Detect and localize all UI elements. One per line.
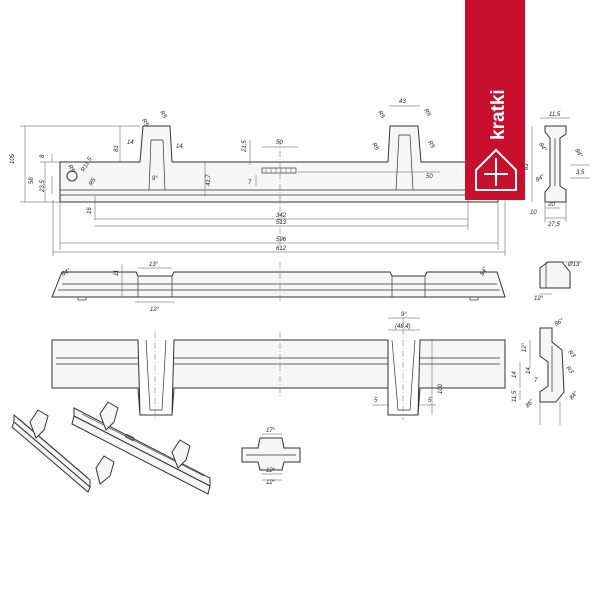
isometric-view-right bbox=[71, 401, 211, 495]
detail-bottom-dim-17deg: 17° bbox=[266, 428, 276, 434]
dim-41-7: 41,7 bbox=[206, 174, 212, 186]
left-hole bbox=[66, 170, 78, 182]
detail-top-right: Ø13 12° bbox=[534, 261, 582, 302]
plan-view: 9° (48,4) 100 5 5 14 11,5 bbox=[51, 312, 521, 420]
dim-r5-b: R5 bbox=[158, 110, 167, 120]
side-dim-84-b: 84° bbox=[573, 148, 583, 159]
iso-right-post-2 bbox=[171, 439, 191, 469]
dim-r5-c: R5 bbox=[66, 164, 75, 174]
dim-342: 342 bbox=[276, 213, 287, 219]
top-dim-11: 11 bbox=[114, 270, 120, 276]
dim-r5-e: R5 bbox=[376, 110, 385, 120]
section-view: 86° 12° R3 R3 14 7 86° 84° bbox=[522, 318, 580, 425]
section-dim-14: 14 bbox=[526, 367, 532, 374]
plan-dim-100: 100 bbox=[438, 383, 444, 394]
dim-58: 58 bbox=[29, 177, 35, 184]
iso-right-post-1 bbox=[99, 401, 119, 431]
side-dim-10: 10 bbox=[530, 210, 537, 216]
top-dim-84-left: 84° bbox=[61, 268, 72, 278]
iso-left-post-2 bbox=[95, 455, 115, 485]
side-profile bbox=[544, 125, 567, 203]
side-dim-84-a: 84° bbox=[537, 142, 547, 153]
plan-dim-48-4: (48,4) bbox=[395, 324, 411, 330]
top-dim-13deg: 13° bbox=[149, 262, 159, 268]
side-dim-27-5: 27,5 bbox=[547, 222, 560, 228]
plan-view-outline bbox=[51, 339, 506, 416]
center-slot bbox=[261, 167, 297, 174]
iso-left-post-1 bbox=[29, 409, 49, 439]
plan-dim-14: 14 bbox=[512, 371, 518, 378]
plan-dim-11-5: 11,5 bbox=[512, 390, 518, 402]
brand-badge: kratki bbox=[465, 0, 525, 200]
dim-43: 43 bbox=[399, 99, 406, 105]
logo-mark-icon bbox=[475, 148, 517, 191]
detail-dim-13: Ø13 bbox=[567, 262, 580, 268]
detail-bottom-dim-12deg-a: 12° bbox=[266, 468, 276, 474]
detail-top-shape bbox=[539, 261, 571, 289]
dim-596: 596 bbox=[276, 237, 287, 243]
detail-bottom: 17° 12° 12° bbox=[241, 428, 301, 486]
section-dim-12deg: 12° bbox=[522, 342, 528, 352]
top-view: 11 13° 12° 84° 84° bbox=[51, 262, 506, 313]
dim-r5-d: R5 bbox=[89, 177, 98, 187]
side-dim-3-5: 3,5 bbox=[576, 170, 585, 176]
detail-bottom-dim-12deg-b: 12° bbox=[266, 480, 276, 486]
dim-7: 7 bbox=[248, 180, 252, 186]
isometric-view-left bbox=[11, 409, 115, 493]
dim-50-b: 50 bbox=[426, 174, 433, 180]
dim-14-a: 14 bbox=[127, 140, 134, 146]
dim-r5-h: R5 bbox=[426, 140, 435, 150]
dim-105: 105 bbox=[10, 153, 16, 164]
section-dim-86-b: 86° bbox=[525, 398, 536, 409]
dim-8: 8 bbox=[40, 154, 46, 158]
front-bar-outline bbox=[59, 125, 499, 203]
dim-r5-a: R5 bbox=[140, 118, 149, 128]
side-dim-81: 81 bbox=[524, 163, 530, 170]
dim-81: 81 bbox=[114, 145, 120, 152]
dim-14-b: 14 bbox=[176, 144, 183, 150]
detail-bottom-shape bbox=[241, 437, 301, 471]
top-dim-12deg: 12° bbox=[150, 307, 160, 313]
section-dim-86: 86° bbox=[554, 318, 565, 328]
section-dim-r3-b: R3 bbox=[564, 365, 574, 375]
section-dim-84: 84° bbox=[569, 390, 580, 401]
dim-16: 16 bbox=[87, 207, 93, 214]
front-view: 105 58 8 23,5 16 81 14 14 R5 R5 R5 R11,5… bbox=[10, 99, 506, 256]
dim-612: 612 bbox=[276, 246, 287, 252]
side-dim-84-c: 84° bbox=[535, 174, 546, 184]
detail-dim-12deg: 12° bbox=[534, 296, 544, 302]
dim-513: 513 bbox=[276, 220, 287, 226]
section-dim-7: 7 bbox=[534, 378, 538, 384]
top-dim-84-right: 84° bbox=[480, 266, 490, 277]
section-dim-r3-a: R3 bbox=[566, 349, 576, 359]
plan-dim-5-b: 5 bbox=[428, 398, 432, 404]
plan-dim-5-a: 5 bbox=[374, 398, 378, 404]
brand-name: kratki bbox=[488, 89, 509, 140]
dim-r5-f: R5 bbox=[422, 108, 431, 118]
dim-23-5: 23,5 bbox=[40, 180, 46, 193]
dim-r5-g: R5 bbox=[370, 142, 379, 152]
dim-21-5: 21,5 bbox=[242, 140, 248, 153]
side-dim-11-5: 11,5 bbox=[549, 112, 561, 118]
side-view: 11,5 84° 84° 84° 81 3,5 10 20 27,5 bbox=[524, 112, 590, 228]
side-dim-20: 20 bbox=[547, 202, 555, 208]
dim-9deg: 9° bbox=[152, 176, 158, 182]
dim-50-a: 50 bbox=[276, 140, 283, 146]
plan-dim-9deg: 9° bbox=[401, 312, 407, 318]
